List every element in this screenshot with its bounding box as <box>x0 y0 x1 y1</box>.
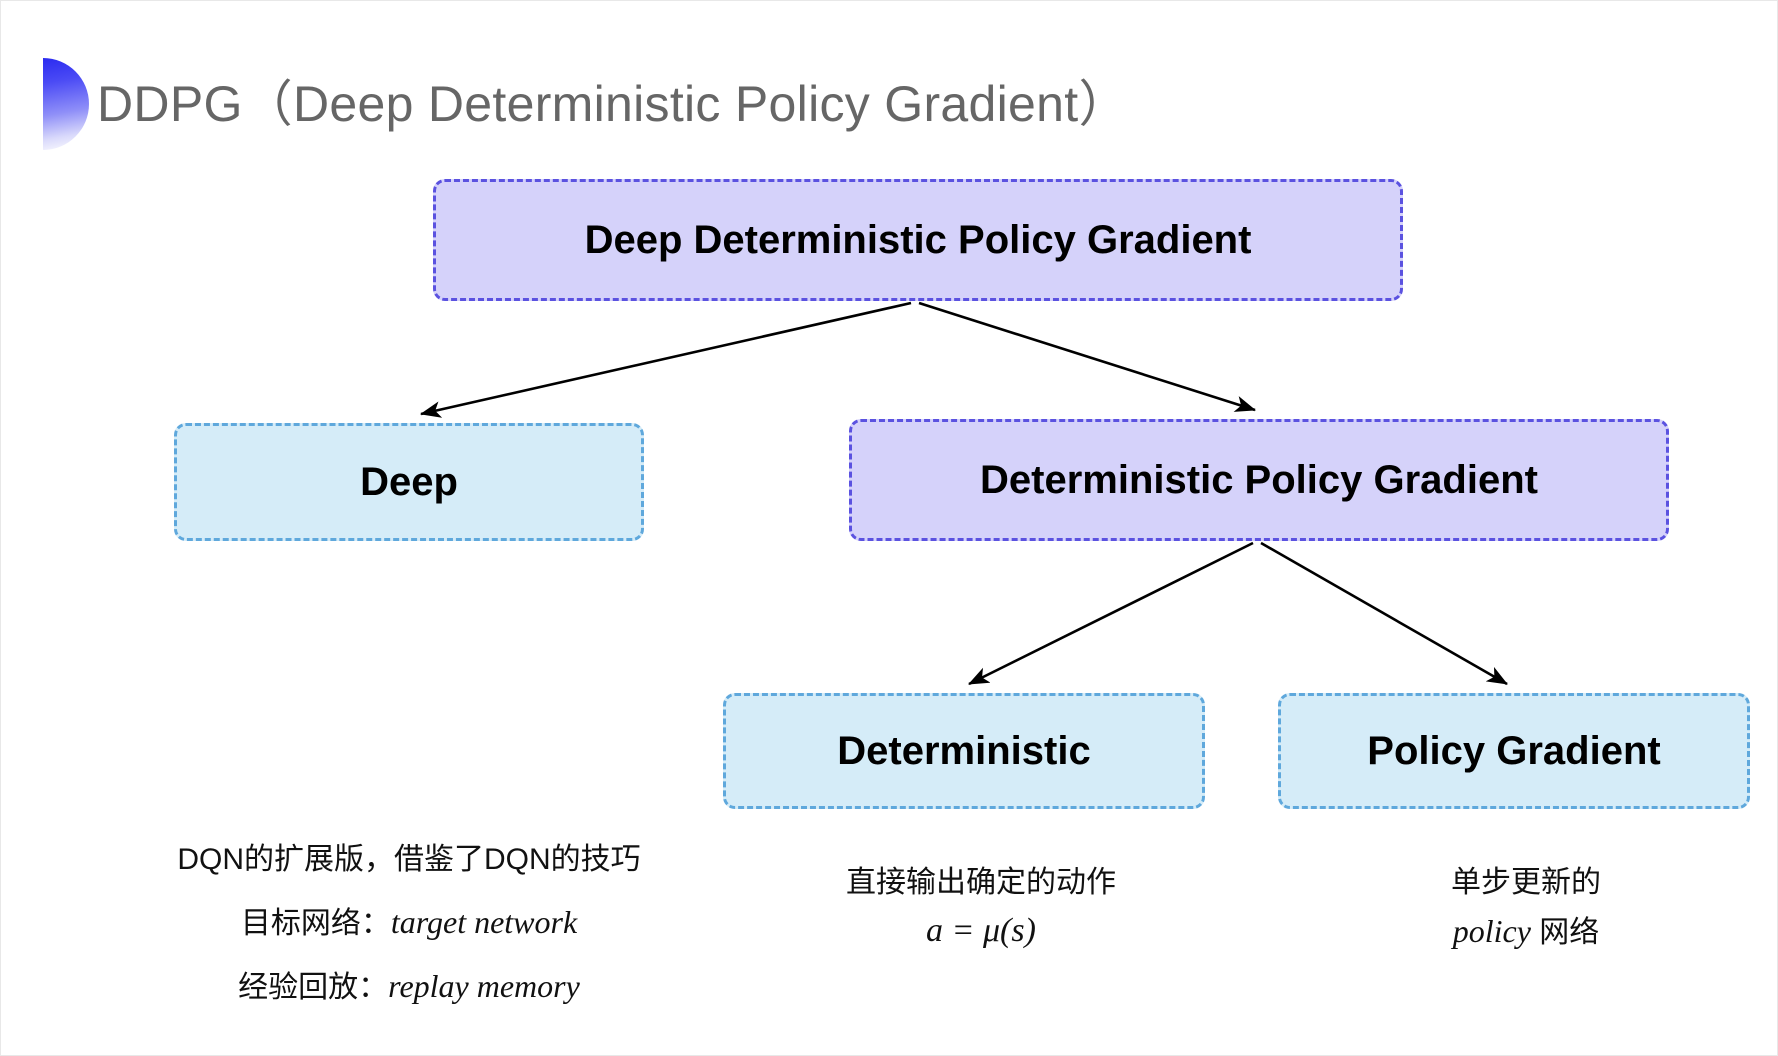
page-title: DDPG（Deep Deterministic Policy Gradient） <box>97 76 1129 132</box>
caption-policy-gradient-line-1: 单步更新的 <box>1451 866 1601 899</box>
caption-deep-line-3-label: 经验回放： <box>238 971 389 1004</box>
caption-deep: DQN的扩展版，借鉴了DQN的技巧 目标网络：target network 经验… <box>149 829 669 1019</box>
caption-deterministic-formula: a = μ(s) <box>926 912 1036 949</box>
edge-dpg-to-policy-gradient <box>1260 541 1508 686</box>
node-deterministic[interactable]: Deterministic <box>723 693 1205 809</box>
caption-deep-line-3-term: replay memory <box>388 968 580 1004</box>
title-accent-shape-icon <box>43 58 89 150</box>
caption-deterministic: 直接输出确定的动作 a = μ(s) <box>791 859 1171 955</box>
node-deep[interactable]: Deep <box>174 423 644 541</box>
caption-deep-line-2: 目标网络：target network <box>149 891 669 955</box>
caption-deep-line-2-label: 目标网络： <box>240 907 391 940</box>
caption-deep-line-1: DQN的扩展版，借鉴了DQN的技巧 <box>177 843 641 876</box>
caption-policy-gradient-suffix: 网络 <box>1530 916 1600 949</box>
node-deep-deterministic-policy-gradient[interactable]: Deep Deterministic Policy Gradient <box>433 179 1403 301</box>
edge-root-to-deep <box>419 301 912 418</box>
caption-policy-gradient: 单步更新的 policy 网络 <box>1376 859 1676 957</box>
edge-dpg-to-deterministic <box>968 541 1254 686</box>
caption-deep-line-3: 经验回放：replay memory <box>149 955 669 1019</box>
node-policy-gradient[interactable]: Policy Gradient <box>1278 693 1750 809</box>
node-deterministic-policy-gradient[interactable]: Deterministic Policy Gradient <box>849 419 1669 541</box>
caption-deep-line-2-term: target network <box>390 904 578 940</box>
caption-policy-gradient-term: policy <box>1452 913 1531 949</box>
caption-policy-gradient-line-2: policy 网络 <box>1376 907 1676 957</box>
edge-root-to-dpg <box>918 301 1256 412</box>
caption-deterministic-line-1: 直接输出确定的动作 <box>846 866 1116 899</box>
